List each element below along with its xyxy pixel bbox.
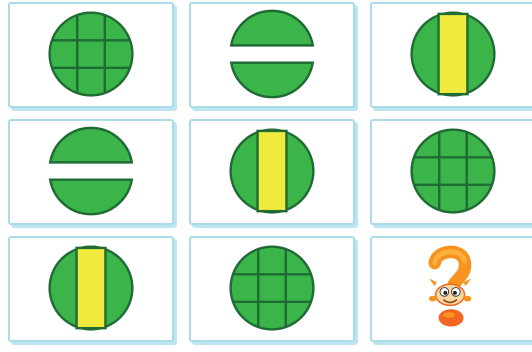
- grid-circle-icon: [10, 4, 172, 106]
- striped-circle-icon: [372, 4, 532, 106]
- grid-circle-icon: [191, 238, 353, 340]
- card-striped-circle[interactable]: [370, 2, 532, 108]
- split-circle-icon: [191, 4, 353, 106]
- card-grid-circle[interactable]: [8, 2, 174, 108]
- card-split-circle[interactable]: [8, 119, 174, 225]
- card-grid-circle[interactable]: [370, 119, 532, 225]
- card-striped-circle[interactable]: [189, 119, 355, 225]
- striped-circle-icon: [10, 238, 172, 340]
- grid-circle-icon: [372, 121, 532, 223]
- card-question-mark[interactable]: [370, 236, 532, 342]
- card-grid-circle[interactable]: [189, 236, 355, 342]
- split-circle-icon: [10, 121, 172, 223]
- card-split-circle[interactable]: [189, 2, 355, 108]
- striped-circle-icon: [191, 121, 353, 223]
- card-striped-circle[interactable]: [8, 236, 174, 342]
- question-mark-mascot-icon: [372, 238, 532, 340]
